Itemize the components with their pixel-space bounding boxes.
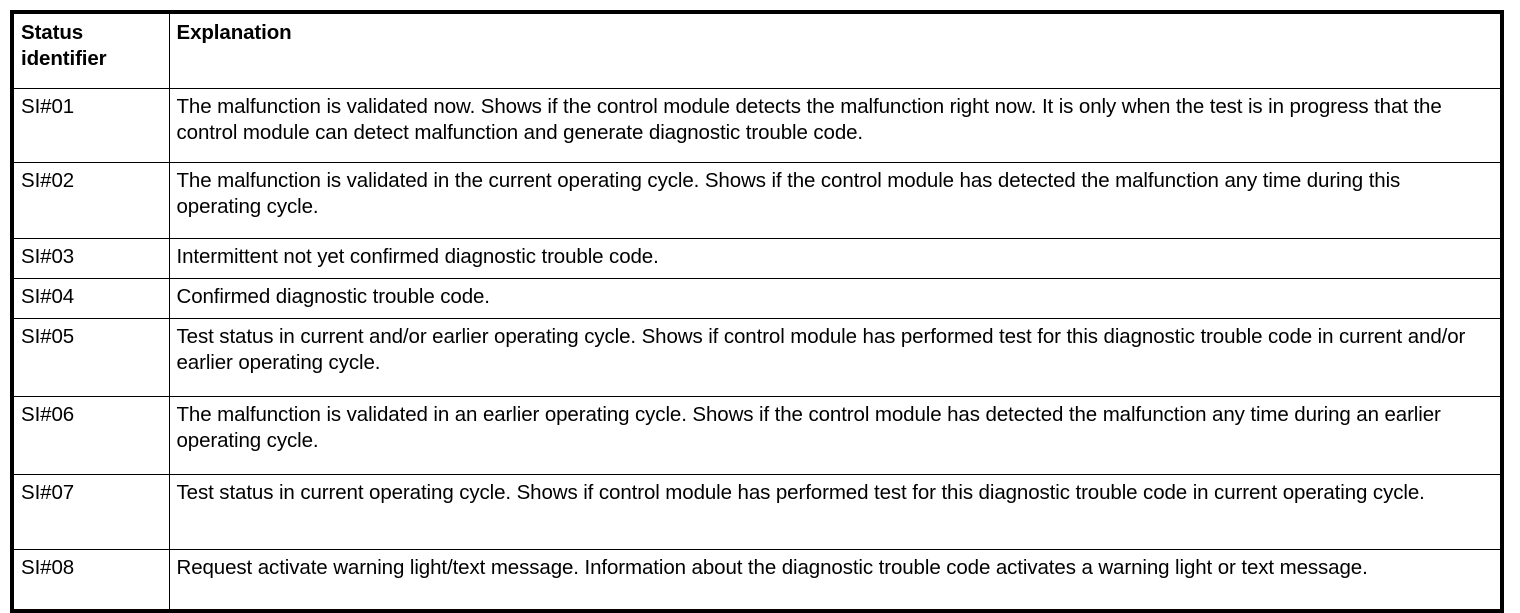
status-identifier-table: Status identifier Explanation SI#01 The m…: [10, 10, 1504, 613]
cell-status-identifier: SI#07: [11, 474, 170, 550]
cell-status-identifier: SI#01: [11, 88, 170, 163]
cell-status-identifier: SI#06: [11, 396, 170, 475]
table-row: SI#06 The malfunction is validated in an…: [11, 396, 1503, 475]
table-row: SI#07 Test status in current operating c…: [11, 474, 1503, 550]
cell-explanation: Test status in current and/or earlier op…: [168, 318, 1503, 397]
cell-explanation: Intermittent not yet confirmed diagnosti…: [168, 238, 1503, 279]
table-row: SI#05 Test status in current and/or earl…: [11, 318, 1503, 397]
cell-explanation: The malfunction is validated in an earli…: [168, 396, 1503, 475]
table-header: Status identifier Explanation: [11, 11, 1503, 89]
cell-status-identifier: SI#03: [11, 238, 170, 279]
cell-status-identifier: SI#08: [11, 549, 170, 612]
cell-explanation: Request activate warning light/text mess…: [168, 549, 1503, 612]
column-header-explanation-line-1: Explanation: [176, 21, 292, 44]
cell-status-identifier: SI#05: [11, 318, 170, 397]
table-body: SI#01 The malfunction is validated now. …: [11, 88, 1503, 612]
column-header-explanation: Explanation: [168, 11, 1503, 89]
table-row: SI#02 The malfunction is validated in th…: [11, 162, 1503, 239]
column-header-status-identifier: Status identifier: [11, 11, 170, 89]
table-row: SI#04 Confirmed diagnostic trouble code.: [11, 278, 1503, 319]
table-row: SI#01 The malfunction is validated now. …: [11, 88, 1503, 163]
cell-status-identifier: SI#04: [11, 278, 170, 319]
cell-explanation: The malfunction is validated now. Shows …: [168, 88, 1503, 163]
column-header-status-identifier-line-1: Status: [21, 21, 84, 44]
table-row: SI#08 Request activate warning light/tex…: [11, 549, 1503, 612]
column-header-status-identifier-line-2: identifier: [21, 47, 107, 71]
table-header-row: Status identifier Explanation: [11, 11, 1503, 89]
cell-explanation: Test status in current operating cycle. …: [168, 474, 1503, 550]
cell-status-identifier: SI#02: [11, 162, 170, 239]
cell-explanation: The malfunction is validated in the curr…: [168, 162, 1503, 239]
table-row: SI#03 Intermittent not yet confirmed dia…: [11, 238, 1503, 279]
cell-explanation: Confirmed diagnostic trouble code.: [168, 278, 1503, 319]
